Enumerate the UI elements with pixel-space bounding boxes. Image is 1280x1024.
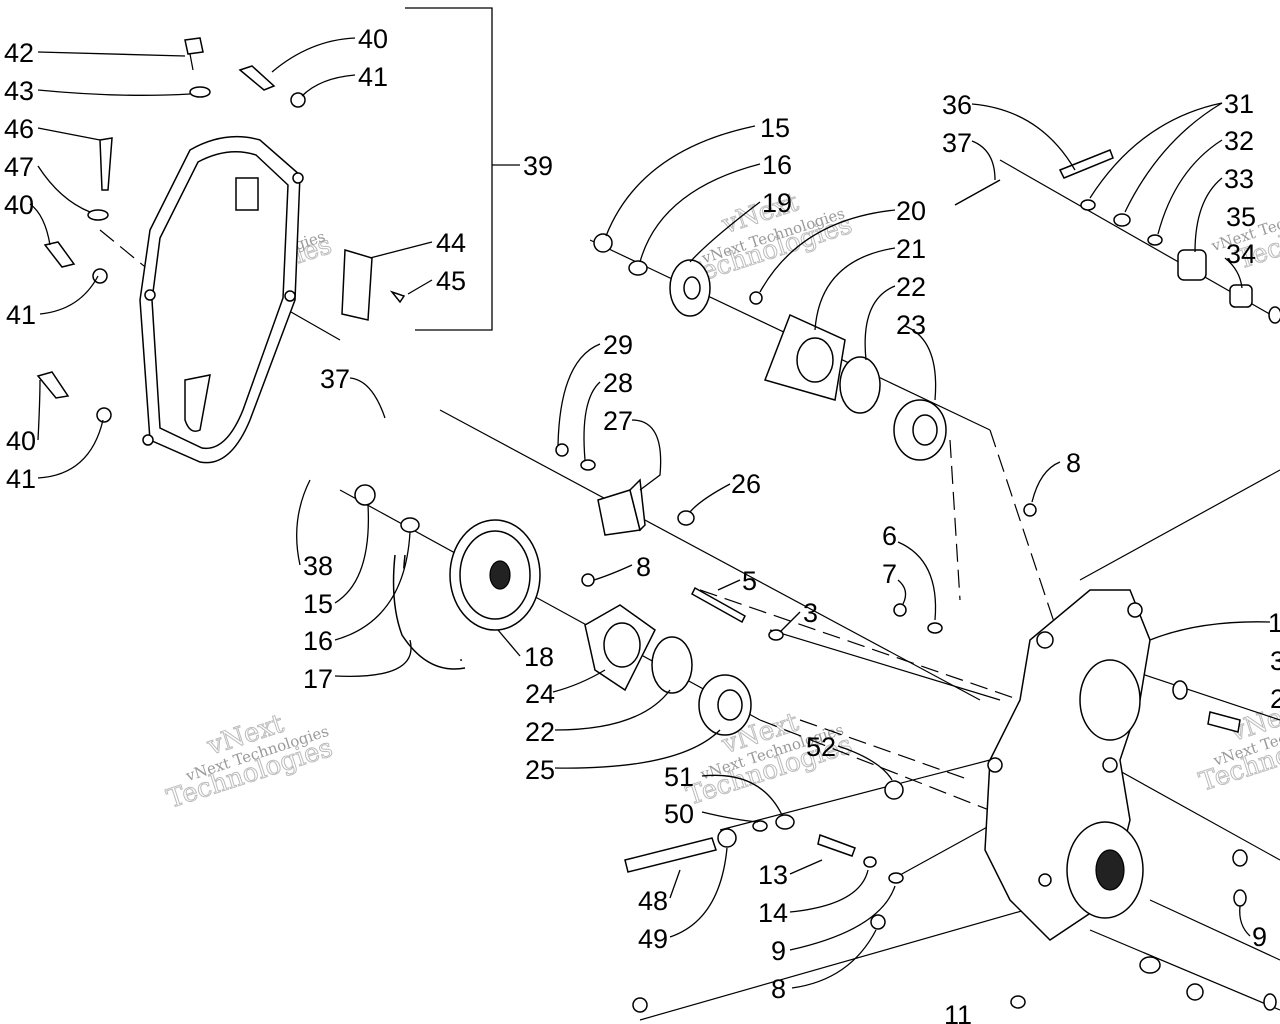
callout-37: 37 xyxy=(942,128,972,158)
middle-hardware xyxy=(354,233,1037,1013)
callout-labels: 42 43 46 47 40 41 40 41 40 41 39 44 45 3… xyxy=(4,24,1280,1024)
snap-ring-upper xyxy=(839,356,881,414)
callout-39: 39 xyxy=(523,151,553,181)
callout-44: 44 xyxy=(436,228,466,258)
callout-17: 17 xyxy=(303,664,333,694)
callout-16: 16 xyxy=(762,150,792,180)
bearing-flange-upper xyxy=(764,313,846,401)
callout-22: 22 xyxy=(896,272,926,302)
callout-52: 52 xyxy=(806,732,836,762)
callout-28: 28 xyxy=(603,368,633,398)
tensioner-block xyxy=(597,478,646,536)
callout-34: 34 xyxy=(1226,239,1256,269)
callout-24: 24 xyxy=(525,679,555,709)
callout-51: 51 xyxy=(664,762,694,792)
watermark-right-bottom: vNext Technologies vNext Technologies xyxy=(1195,694,1280,798)
callout-9: 9 xyxy=(1252,922,1267,952)
callout-45: 45 xyxy=(436,266,466,296)
callout-22: 22 xyxy=(525,717,555,747)
callout-40: 40 xyxy=(4,190,34,220)
chaincase-housing xyxy=(984,589,1151,941)
lower-sprocket xyxy=(449,519,541,631)
leader-lines xyxy=(29,37,1271,989)
callout-27: 27 xyxy=(603,406,633,436)
cover-hardware xyxy=(36,37,406,423)
callout-3: 3 xyxy=(1270,646,1280,676)
callout-49: 49 xyxy=(638,924,668,954)
callout-31: 31 xyxy=(1224,89,1254,119)
upper-right-hardware xyxy=(954,149,1280,324)
callout-46: 46 xyxy=(4,114,34,144)
callout-15: 15 xyxy=(303,589,333,619)
drive-chain xyxy=(392,554,466,670)
cover-plate xyxy=(341,249,373,321)
bearing-flange-lower xyxy=(584,604,656,692)
callout-29: 29 xyxy=(603,330,633,360)
upper-sprocket xyxy=(669,259,711,317)
callout-16: 16 xyxy=(303,626,333,656)
callout-8: 8 xyxy=(1066,448,1081,478)
callout-1: 1 xyxy=(1268,608,1280,638)
callout-38: 38 xyxy=(303,551,333,581)
callout-26: 26 xyxy=(731,469,761,499)
callout-19: 19 xyxy=(762,188,792,218)
callout-8: 8 xyxy=(636,552,651,582)
callout-47: 47 xyxy=(4,152,34,182)
callout-48: 48 xyxy=(638,886,668,916)
callout-3: 3 xyxy=(803,598,818,628)
callout-35: 35 xyxy=(1226,202,1256,232)
callout-43: 43 xyxy=(4,76,34,106)
callout-11: 11 xyxy=(944,1000,972,1024)
callout-23: 23 xyxy=(896,310,926,340)
bearing-lower xyxy=(698,674,752,736)
callout-37: 37 xyxy=(320,364,350,394)
chaincase-cover xyxy=(139,135,304,464)
bearing-upper xyxy=(893,399,947,461)
callout-36: 36 xyxy=(942,90,972,120)
callout-2: 2 xyxy=(1270,684,1280,714)
callout-6: 6 xyxy=(882,521,897,551)
callout-14: 14 xyxy=(758,898,788,928)
group-bracket-39 xyxy=(405,7,493,331)
cover-drain-slot xyxy=(184,374,211,432)
callout-25: 25 xyxy=(525,755,555,785)
callout-9: 9 xyxy=(771,936,786,966)
watermark-left-bottom: vNext Technologies vNext Technologies xyxy=(163,708,337,815)
callout-33: 33 xyxy=(1224,164,1254,194)
callout-32: 32 xyxy=(1224,126,1254,156)
callout-13: 13 xyxy=(758,860,788,890)
callout-20: 20 xyxy=(896,196,926,226)
callout-40: 40 xyxy=(358,24,388,54)
callout-5: 5 xyxy=(742,566,757,596)
callout-40: 40 xyxy=(6,426,36,456)
callout-15: 15 xyxy=(760,113,790,143)
callout-41: 41 xyxy=(6,300,36,330)
cover-sight-window xyxy=(235,177,259,211)
callout-21: 21 xyxy=(896,234,926,264)
callout-41: 41 xyxy=(6,464,36,494)
callout-50: 50 xyxy=(664,799,694,829)
callout-41: 41 xyxy=(358,62,388,92)
callout-7: 7 xyxy=(882,559,897,589)
snap-ring-lower xyxy=(651,636,693,694)
callout-42: 42 xyxy=(4,38,34,68)
callout-18: 18 xyxy=(524,642,554,672)
callout-8: 8 xyxy=(771,974,786,1004)
